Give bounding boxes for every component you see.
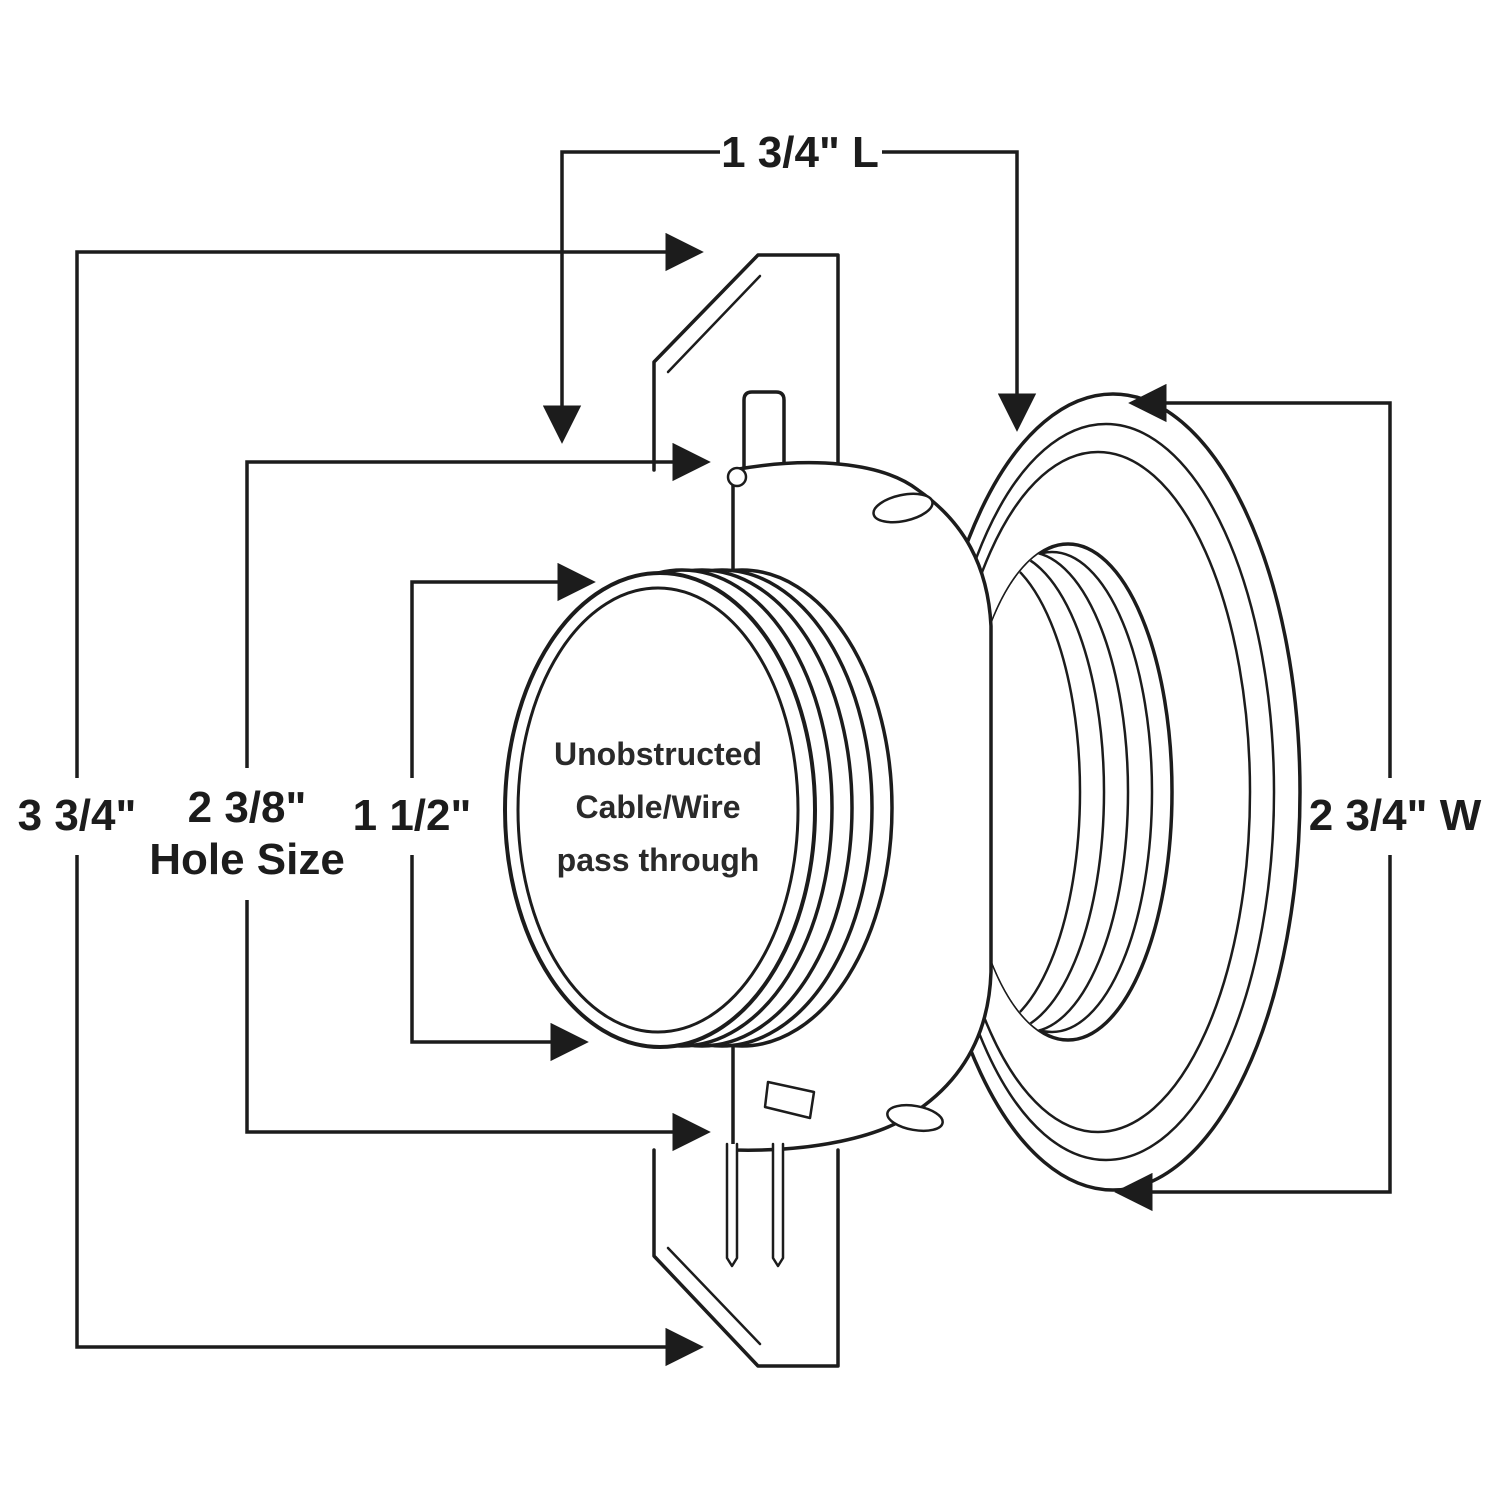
- clamp-hook: [726, 466, 748, 488]
- screw-boss-top: [872, 492, 934, 524]
- dim-line-holesize-top: [245, 442, 711, 768]
- dimension-lines: 1 3/4" L 3 3/4" 2 3/8" Hole Size 1 1/2" …: [18, 128, 1482, 1367]
- center-label-line2: Cable/Wire: [575, 789, 740, 825]
- dim-line-depth-top: [75, 232, 704, 778]
- bottom-wing-inner-edge: [666, 1246, 762, 1346]
- front-face-inner: [516, 586, 800, 1034]
- bottom-prong-left: [725, 1142, 739, 1268]
- latch-detail: [763, 1080, 816, 1120]
- dim-label-passage: 1 1/2": [353, 791, 472, 840]
- cable-grommet-drawing: Unobstructed Cable/Wire pass through: [503, 253, 1302, 1368]
- center-label-line3: pass through: [557, 842, 760, 878]
- center-label-line1: Unobstructed: [554, 736, 762, 772]
- dim-line-passage-top: [410, 562, 596, 778]
- dim-line-depth-bottom: [75, 855, 704, 1367]
- dim-label-width: 2 3/4" W: [1309, 791, 1482, 840]
- top-clamp-tab: [742, 390, 786, 472]
- bottom-wing: [652, 1148, 840, 1368]
- top-wing-inner-edge: [666, 274, 762, 374]
- screw-boss-bottom: [886, 1103, 944, 1133]
- dim-line-width-top: [1128, 383, 1392, 778]
- dim-label-depth: 3 3/4": [18, 791, 137, 840]
- dim-line-length-left: [542, 150, 720, 444]
- dim-label-length: 1 3/4" L: [721, 128, 879, 177]
- bottom-prong-right: [771, 1142, 785, 1268]
- dim-line-holesize-bottom: [245, 900, 711, 1152]
- dim-label-holesize-value: 2 3/8": [188, 783, 307, 832]
- dim-line-width-bottom: [1114, 855, 1392, 1212]
- dim-label-holesize-caption: Hole Size: [149, 835, 345, 884]
- top-wing: [652, 253, 840, 472]
- front-face-outer: [503, 571, 817, 1049]
- dim-line-passage-bottom: [410, 855, 589, 1062]
- dim-line-length-right: [882, 150, 1037, 432]
